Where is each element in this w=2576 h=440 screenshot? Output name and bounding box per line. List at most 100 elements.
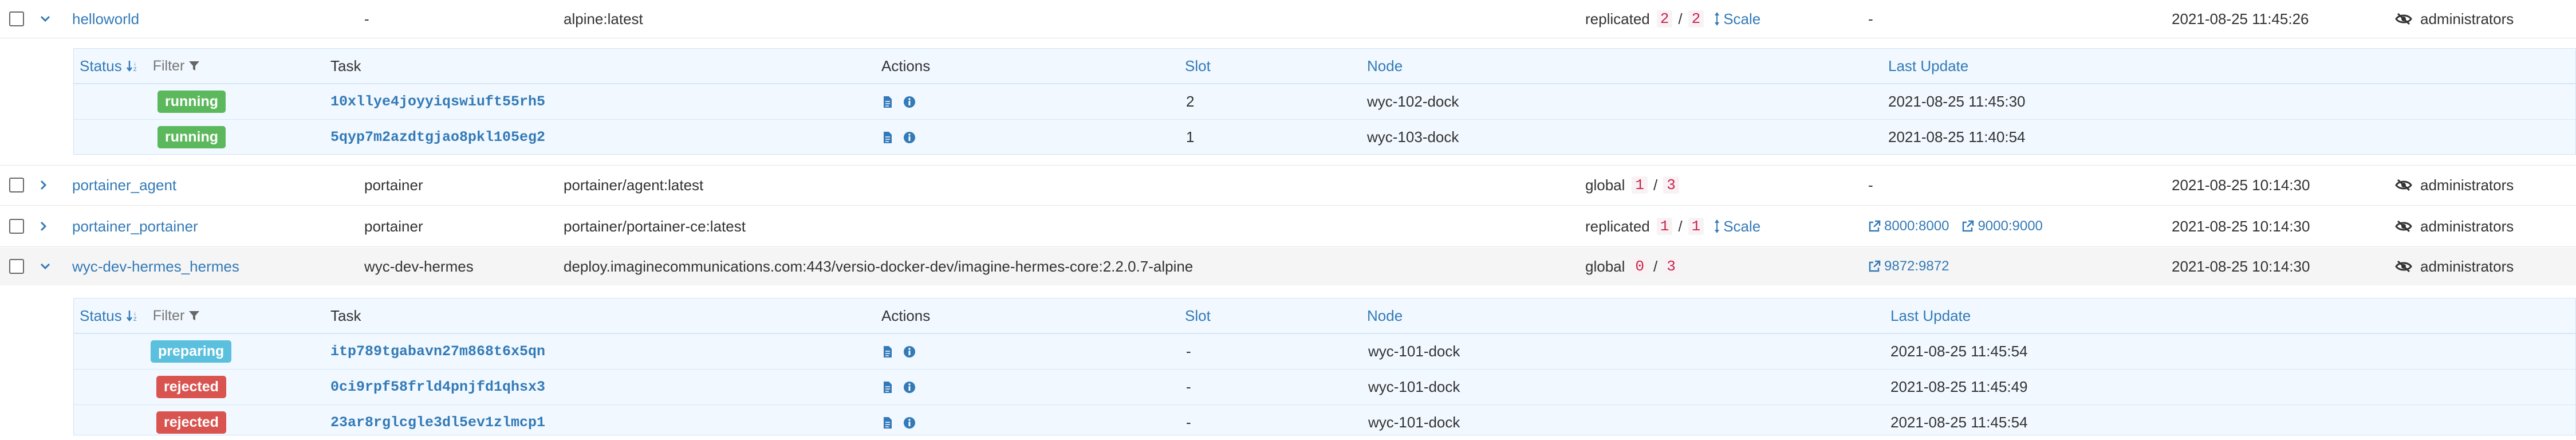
task-header: Task [330, 307, 361, 324]
task-id-link[interactable]: 5qyp7m2azdtgjao8pkl105eg2 [330, 129, 546, 146]
task-node: wyc-101-dock [1368, 378, 1460, 395]
info-circle-icon[interactable] [903, 131, 916, 144]
select-checkbox[interactable] [9, 178, 24, 192]
running-count: 1 [1632, 176, 1648, 194]
service-row: portainer_portainer portainer portainer/… [0, 207, 2576, 245]
last-update-header[interactable]: Last Update [1888, 57, 1969, 74]
service-name-link[interactable]: wyc-dev-hermes_hermes [72, 257, 239, 275]
task-row: preparing itp789tgabavn27m868t6x5qn - wy… [74, 334, 2575, 370]
sort-icon[interactable]: ↓Z [126, 309, 140, 322]
last-update: 2021-08-25 10:14:30 [2172, 176, 2310, 194]
filter-button[interactable]: Filter [153, 58, 201, 74]
scale-label: Scale [1723, 217, 1761, 235]
info-circle-icon[interactable] [903, 417, 916, 429]
select-checkbox[interactable] [9, 11, 24, 26]
external-link-icon [1869, 220, 1881, 232]
published-ports: - [1868, 176, 1873, 194]
port-link[interactable]: 9000:9000 [1961, 218, 2043, 234]
slot-header[interactable]: Slot [1185, 307, 1211, 324]
actions-header: Actions [881, 57, 931, 74]
info-circle-icon[interactable] [903, 381, 916, 394]
service-row: portainer_agent portainer portainer/agen… [0, 166, 2576, 204]
total-count: 2 [1688, 10, 1704, 28]
service-row: wyc-dev-hermes_hermes wyc-dev-hermes dep… [0, 247, 2576, 285]
scheduling-mode: replicated 2 / 2 Scale [1585, 10, 1761, 28]
svg-text:Z: Z [133, 66, 137, 72]
task-row: running 10xllye4joyyiqswiuft55rh5 2 wyc-… [74, 84, 2575, 120]
last-update: 2021-08-25 10:14:30 [2172, 217, 2310, 235]
task-node: wyc-103-dock [1367, 128, 1459, 146]
service-name-link[interactable]: portainer_agent [72, 176, 177, 194]
task-row: rejected 0ci9rpf58frld4pnjfd1qhsx3 - wyc… [74, 370, 2575, 405]
task-row: rejected 23ar8rglcgle3dl5ev1zlmcp1 - wyc… [74, 405, 2575, 440]
last-update-header[interactable]: Last Update [1890, 307, 1971, 324]
task-last-update: 2021-08-25 11:45:30 [1888, 93, 2026, 110]
file-text-icon[interactable] [883, 96, 893, 108]
eye-slash-icon [2395, 13, 2412, 25]
task-slot: - [1186, 343, 1191, 360]
chevron-down-icon[interactable] [40, 0, 50, 38]
task-last-update: 2021-08-25 11:45:54 [1890, 343, 2028, 360]
external-link-icon [1963, 220, 1974, 232]
mode-label: replicated [1585, 10, 1650, 28]
file-text-icon[interactable] [883, 345, 893, 358]
filter-icon [189, 311, 200, 320]
file-text-icon[interactable] [883, 381, 893, 394]
task-header: Task [330, 57, 361, 74]
chevron-down-icon[interactable] [40, 247, 50, 285]
chevron-right-icon[interactable] [40, 207, 47, 245]
select-checkbox[interactable] [9, 219, 24, 234]
task-node: wyc-101-dock [1368, 343, 1460, 360]
task-id-link[interactable]: itp789tgabavn27m868t6x5qn [330, 343, 546, 360]
filter-button[interactable]: Filter [153, 308, 201, 324]
task-id-link[interactable]: 23ar8rglcgle3dl5ev1zlmcp1 [330, 414, 546, 431]
task-slot: - [1186, 378, 1191, 395]
scale-button[interactable]: Scale [1714, 218, 1760, 235]
status-badge: rejected [156, 376, 226, 398]
published-ports: 9872:9872 [1868, 247, 1961, 285]
status-header[interactable]: Status ↓Z Filter [80, 49, 200, 83]
external-link-icon [1869, 260, 1881, 272]
published-ports: 8000:8000 9000:9000 [1868, 207, 2055, 245]
svg-text:↓: ↓ [133, 311, 136, 317]
info-circle-icon[interactable] [903, 96, 916, 108]
actions-header: Actions [881, 307, 931, 324]
sort-icon[interactable]: ↓Z [126, 60, 140, 72]
port-link[interactable]: 9872:9872 [1868, 258, 1949, 274]
node-header[interactable]: Node [1367, 307, 1403, 324]
node-header[interactable]: Node [1367, 57, 1403, 74]
total-count: 3 [1663, 176, 1679, 194]
ownership: administrators [2395, 166, 2514, 204]
svg-text:Z: Z [133, 316, 137, 322]
task-last-update: 2021-08-25 11:40:54 [1888, 128, 2026, 146]
info-circle-icon[interactable] [903, 345, 916, 358]
select-checkbox[interactable] [9, 259, 24, 274]
status-header[interactable]: Status ↓Z Filter [80, 298, 200, 333]
task-id-link[interactable]: 0ci9rpf58frld4pnjfd1qhsx3 [330, 379, 546, 395]
file-text-icon[interactable] [883, 131, 893, 144]
service-stack: - [364, 10, 369, 28]
service-image: portainer/portainer-ce:latest [564, 217, 746, 235]
service-image: portainer/agent:latest [564, 176, 704, 194]
slot-header[interactable]: Slot [1185, 57, 1211, 74]
file-text-icon[interactable] [883, 417, 893, 429]
chevron-right-icon[interactable] [40, 166, 47, 204]
last-update: 2021-08-25 10:14:30 [2172, 257, 2310, 275]
service-name-link[interactable]: helloworld [72, 10, 140, 28]
port-link[interactable]: 8000:8000 [1868, 218, 1949, 234]
eye-slash-icon [2395, 179, 2412, 191]
published-ports: - [1868, 10, 1873, 28]
task-id-link[interactable]: 10xllye4joyyiqswiuft55rh5 [330, 93, 546, 110]
status-badge: running [157, 91, 226, 113]
service-row: helloworld - alpine:latest replicated 2 … [0, 0, 2576, 38]
scale-button[interactable]: Scale [1714, 10, 1760, 28]
total-count: 3 [1663, 258, 1679, 275]
task-node: wyc-101-dock [1368, 414, 1460, 431]
service-name-link[interactable]: portainer_portainer [72, 217, 198, 235]
mode-label: global [1585, 257, 1625, 275]
service-image: alpine:latest [564, 10, 643, 28]
scheduling-mode: global 0 / 3 [1585, 247, 1681, 285]
task-table: Status ↓Z Filter Task Actions Slot Node … [73, 298, 2576, 435]
task-row: running 5qyp7m2azdtgjao8pkl105eg2 1 wyc-… [74, 120, 2575, 155]
mode-label: global [1585, 176, 1625, 194]
